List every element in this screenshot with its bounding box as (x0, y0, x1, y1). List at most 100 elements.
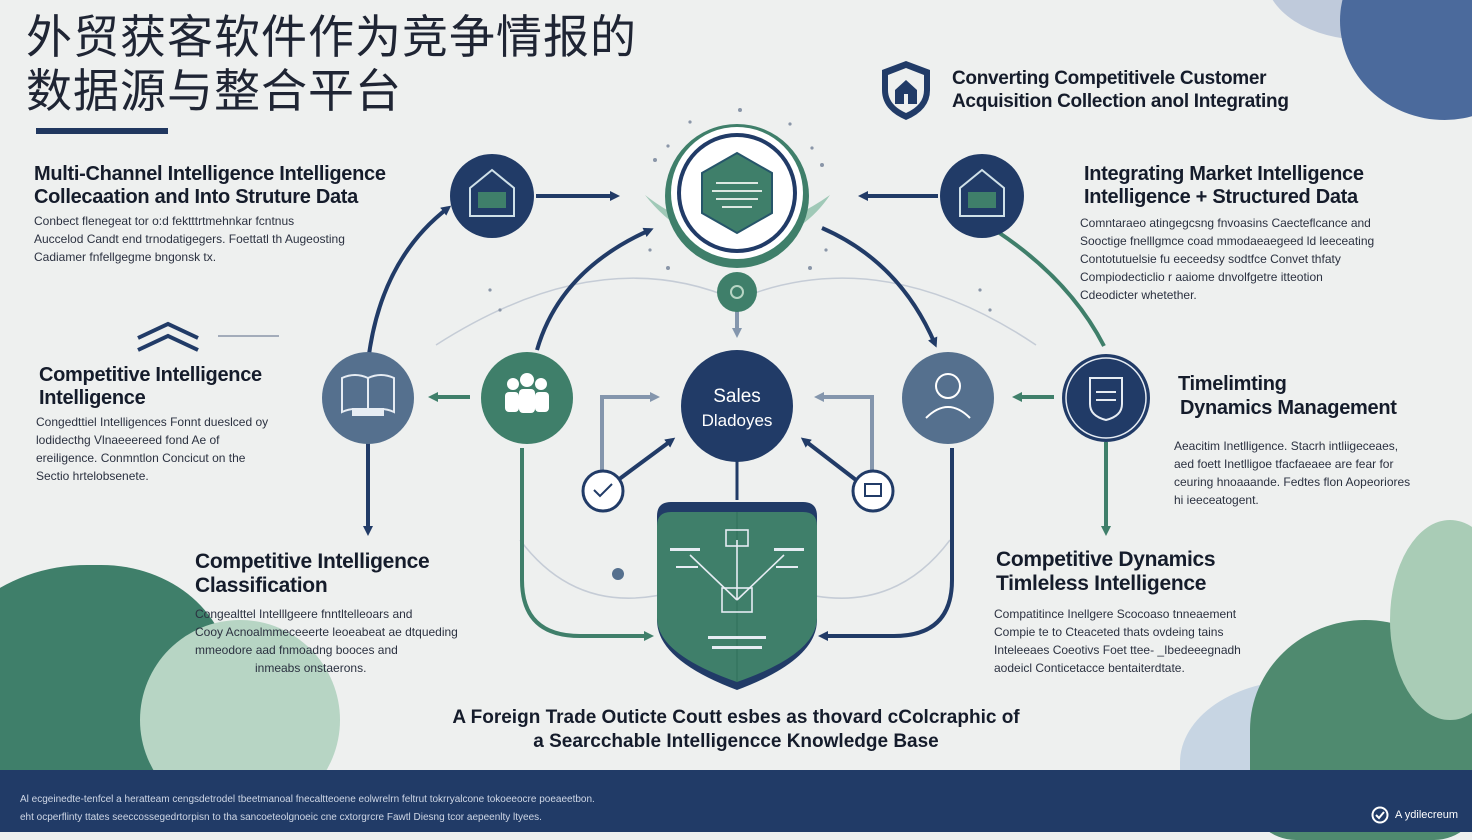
mid-right-body-line: aed foett Inetlligoe tfacfaeaee are fear… (1174, 457, 1394, 471)
mid-right-heading: Timelimting Dynamics Management (1178, 372, 1397, 420)
mid-right-heading-line1: Timelimting (1178, 373, 1287, 395)
hub-dots (488, 108, 992, 312)
top-left-heading-line2: Collecaation and Into Struture Data (34, 186, 358, 208)
top-right-heading-line1: Converting Competitivele Customer (952, 68, 1267, 89)
team-node[interactable] (481, 352, 573, 444)
top-right-heading: Converting Competitivele Customer Acquis… (952, 67, 1289, 113)
top-right-block-heading-line2: Intelligence + Structured Data (1084, 186, 1358, 208)
caption-line1: A Foreign Trade Outicte Coutt esbes as t… (452, 707, 1020, 728)
sales-node-label-2: Dladoyes (702, 411, 773, 430)
double-chevron-up-icon (134, 318, 284, 358)
arrow-center-left-connector (600, 392, 660, 476)
arrow-left-node-to-hub (535, 227, 654, 351)
bottom-right-body-line: Compie te to Cteaceted thats ovdeing tai… (994, 625, 1224, 639)
mid-right-heading-line2: Dynamics Management (1180, 397, 1397, 419)
arrow-small-right-up (800, 437, 858, 482)
top-left-heading-line1: Multi-Channel Intelligence Intelligence (34, 163, 386, 185)
top-left-body-line: Cadiamer fnfellgegme bngonsk tx. (34, 250, 217, 264)
knowledge-base-shield[interactable] (657, 502, 817, 690)
top-left-body: Conbect flenegeat tor o:d fektttrtmehnka… (34, 212, 345, 266)
mid-left-heading-line1: Competitive Intelligence (39, 364, 262, 386)
sales-node-label-1: Sales (713, 386, 761, 407)
bottom-left-body: Congealttel Intelllgeere fnntltelleoars … (195, 605, 458, 677)
mid-left-heading-line2: Intelligence (39, 387, 146, 409)
small-node-left[interactable] (581, 469, 625, 513)
mid-left-body-line: ereiligence. Conmntlon Concicut on the (36, 451, 246, 465)
caption-line2: a Searcchable Intelligencce Knowledge Ba… (533, 731, 939, 752)
bottom-right-heading-line1: Competitive Dynamics (996, 548, 1216, 571)
top-right-block-heading: Integrating Market Intelligence Intellig… (1084, 163, 1364, 209)
top-left-heading: Multi-Channel Intelligence Intelligence … (34, 163, 386, 209)
arrow-small-left-up (616, 437, 676, 482)
footer-bar: Al ecgeinedte-tenfcel a heratteam cengsd… (0, 770, 1472, 832)
bottom-left-body-line: Cooy Acnoalmmeceeerte leoeabeat ae dtque… (195, 625, 458, 639)
mid-left-heading: Competitive Intelligence Intelligence (39, 364, 262, 410)
bottom-right-heading: Competitive Dynamics Timleless Intellige… (996, 548, 1216, 596)
bottom-left-body-line: mmeodore aad fnmoadng booces and (195, 643, 398, 657)
bottom-right-body-line: Compatitince Inellgere Scocoaso tnneaeme… (994, 607, 1237, 621)
person-icon (935, 373, 961, 399)
arrow-right-curve-down (996, 230, 1106, 347)
arrow-hub-to-right-node (821, 226, 938, 348)
link-icon (593, 483, 613, 498)
hub-node[interactable] (645, 124, 830, 312)
team-icon (505, 373, 549, 413)
hub-pin (717, 272, 757, 312)
top-right-block-body-line: Cdeodicter whetether. (1080, 288, 1197, 302)
top-left-body-line: Auccelod Candt end trnodatigegers. Foett… (34, 232, 345, 246)
bottom-right-body-line: Inteleeaes Coeotivs Foet ttee- _Ibedeeeg… (994, 643, 1241, 657)
mid-left-body-line: lodidecthg Vlnaeeereed fond Ae of (36, 433, 220, 447)
bottom-left-body-line: inmeabs onstaerons. (255, 661, 367, 675)
top-right-block-body-line: Contotutuelsie fu eeceedsy sodtfce Conve… (1080, 252, 1341, 266)
chart-icon (864, 483, 882, 497)
bottom-left-body-line: Congealttel Intelllgeere fnntltelleoars … (195, 607, 413, 621)
bottom-right-body-line: aodeicl Conticetacce bentaiterdtate. (994, 661, 1185, 675)
top-right-block-body: Comntaraeo atingegcsng fnvoasins Caectef… (1080, 214, 1374, 304)
page-title: 外贸获客软件作为竞争情报的 数据源与整合平台 (26, 10, 637, 118)
sales-node[interactable]: Sales Dladoyes (681, 350, 793, 462)
footer-line1: Al ecgeinedte-tenfcel a heratteam cengsd… (20, 794, 595, 805)
house-doc-node-left[interactable] (450, 154, 534, 238)
top-right-shield-icon (878, 58, 934, 122)
arrow-center-right-connector (814, 392, 874, 476)
connector-dot (612, 568, 624, 580)
arrow-navy-loop-right (818, 448, 954, 641)
mid-right-body-line: hi ieeceatogent. (1174, 493, 1259, 507)
bottom-left-heading-line1: Competitive Intelligence (195, 550, 430, 573)
title-underline (36, 128, 168, 134)
mid-right-body-line: Aeacitim Inetlligence. Stacrh intliigece… (1174, 439, 1399, 453)
bottom-left-heading: Competitive Intelligence Classification (195, 550, 430, 598)
bottom-right-heading-line2: Timleless Intelligence (996, 572, 1207, 595)
top-right-block-body-line: Comntaraeo atingegcsng fnvoasins Caectef… (1080, 216, 1371, 230)
page-title-line1: 外贸获客软件作为竞争情报的 (26, 10, 637, 64)
brand-logo-icon (1371, 806, 1389, 824)
mid-left-body-line: Sectio hrtelobsenete. (36, 469, 149, 483)
top-left-body-line: Conbect flenegeat tor o:d fektttrtmehnka… (34, 214, 295, 228)
mid-left-body-line: Congedttiel Intelligences Fonnt dueslced… (36, 415, 269, 429)
person-node[interactable] (902, 352, 994, 444)
house-icon (469, 168, 515, 217)
bottom-caption: A Foreign Trade Outicte Coutt esbes as t… (0, 706, 1472, 754)
mid-left-body: Congedttiel Intelligences Fonnt dueslced… (36, 413, 268, 485)
arrow-green-loop-left (520, 448, 654, 641)
top-right-block-heading-line1: Integrating Market Intelligence (1084, 163, 1364, 185)
page-title-line2: 数据源与整合平台 (26, 64, 402, 118)
small-node-right[interactable] (851, 469, 895, 513)
mid-right-body-line: ceuring hnoaaande. Fedtes flon Aopeorior… (1174, 475, 1411, 489)
book-node[interactable] (322, 352, 414, 444)
footer-brand[interactable]: A ydilecreum (1371, 806, 1458, 824)
footer-line2: eht ocperflinty ttates seeccossegedrtorp… (20, 812, 542, 823)
shield-doc-icon (1089, 377, 1123, 422)
top-right-block-body-line: Compiodecticlio r aaiome dnvolfgetre itt… (1080, 270, 1323, 284)
shield-node[interactable] (1062, 354, 1150, 442)
house-doc-node-right[interactable] (940, 154, 1024, 238)
brand-name: A ydilecreum (1395, 809, 1458, 821)
top-right-block-body-line: Sooctige fnelllgmce coad mmodaeaegeed ld… (1080, 234, 1375, 248)
bottom-left-heading-line2: Classification (195, 574, 328, 597)
mid-right-body: Aeacitim Inetlligence. Stacrh intliigece… (1174, 437, 1410, 509)
house-icon (959, 168, 1005, 217)
network-icon (689, 529, 785, 613)
bottom-right-body: Compatitince Inellgere Scocoaso tnneaeme… (994, 605, 1241, 677)
arrow-left-curve-up (366, 205, 452, 363)
